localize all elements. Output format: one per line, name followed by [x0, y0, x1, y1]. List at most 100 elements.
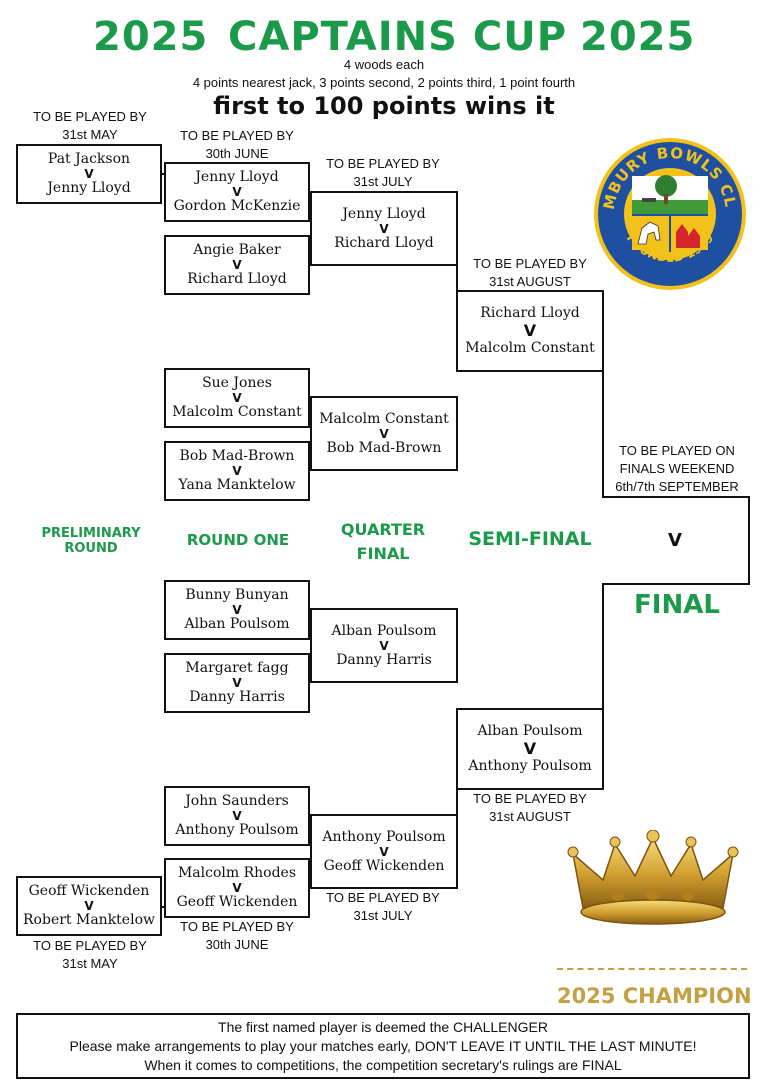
schedule-r1-bottom: TO BE PLAYED BY 30th JUNE — [166, 918, 308, 954]
match-round-one-8[interactable]: Malcolm Rhodes V Geoff Wickenden — [164, 858, 310, 918]
player-name: Anthony Poulsom — [175, 822, 299, 838]
player-name: Malcolm Constant — [172, 404, 302, 420]
player-name: Geoff Wickenden — [28, 883, 150, 899]
schedule-line: TO BE PLAYED ON — [619, 443, 735, 458]
connector-line — [160, 173, 166, 175]
schedule-line: 31st AUGUST — [489, 809, 571, 824]
match-semi-final-2[interactable]: Alban Poulsom V Anthony Poulsom — [456, 708, 604, 790]
match-prelim-bottom[interactable]: Geoff Wickenden V Robert Manktelow — [16, 876, 162, 936]
versus-label: V — [379, 844, 389, 859]
player-name: Margaret fagg — [185, 660, 289, 676]
versus-label: V — [232, 809, 242, 823]
versus-label: V — [523, 739, 537, 758]
player-name: Malcolm Constant — [319, 410, 449, 427]
schedule-line: 31st MAY — [62, 956, 118, 971]
schedule-line: TO BE PLAYED BY — [473, 256, 587, 271]
match-quarter-final-3[interactable]: Alban Poulsom V Danny Harris — [310, 608, 458, 683]
versus-label: V — [232, 258, 242, 272]
schedule-qf-bottom: TO BE PLAYED BY 31st JULY — [312, 889, 454, 925]
schedule-line: TO BE PLAYED BY — [180, 128, 294, 143]
match-round-one-3[interactable]: Sue Jones V Malcolm Constant — [164, 368, 310, 428]
player-name: Angie Baker — [193, 242, 281, 258]
versus-label: V — [379, 638, 389, 653]
match-quarter-final-4[interactable]: Anthony Poulsom V Geoff Wickenden — [310, 814, 458, 889]
match-round-one-6[interactable]: Margaret fagg V Danny Harris — [164, 653, 310, 713]
schedule-r1-top: TO BE PLAYED BY 30th JUNE — [166, 127, 308, 163]
versus-label: V — [668, 529, 682, 551]
notice-line: The first named player is deemed the CHA… — [218, 1019, 548, 1035]
champion-label: 2025 CHAMPION — [557, 984, 752, 1008]
schedule-line: TO BE PLAYED BY — [326, 156, 440, 171]
player-name: Richard Lloyd — [480, 305, 580, 321]
player-name: Jenny Lloyd — [47, 180, 131, 196]
title-text: CAPTAINS CUP — [228, 14, 568, 60]
match-round-one-5[interactable]: Bunny Bunyan V Alban Poulsom — [164, 580, 310, 640]
title-year-left: 2025 — [93, 14, 209, 60]
crown-icon — [567, 830, 739, 925]
match-round-one-7[interactable]: John Saunders V Anthony Poulsom — [164, 786, 310, 846]
versus-label: V — [232, 676, 242, 690]
versus-label: V — [84, 899, 94, 913]
versus-label: V — [232, 391, 242, 405]
schedule-line: 30th JUNE — [205, 146, 269, 161]
schedule-line: 31st AUGUST — [489, 274, 571, 289]
versus-label: V — [232, 603, 242, 617]
schedule-line: TO BE PLAYED BY — [326, 890, 440, 905]
versus-label: V — [523, 321, 537, 340]
round-label-line: ROUND — [64, 541, 118, 556]
player-name: Gordon McKenzie — [173, 198, 301, 214]
schedule-prelim-top: TO BE PLAYED BY 31st MAY — [20, 108, 160, 144]
player-name: Bunny Bunyan — [185, 587, 289, 603]
player-name: Danny Harris — [189, 689, 285, 705]
round-label-line: FINAL — [356, 544, 410, 563]
player-name: Geoff Wickenden — [176, 894, 298, 910]
page-title: 2025 CAPTAINS CUP 2025 — [0, 14, 768, 66]
round-label-line: QUARTER — [340, 520, 426, 539]
match-semi-final-1[interactable]: Richard Lloyd V Malcolm Constant — [456, 290, 604, 372]
label-quarter-final: QUARTER FINAL — [312, 518, 454, 566]
player-name: John Saunders — [185, 793, 289, 809]
player-name: Anthony Poulsom — [322, 828, 446, 845]
schedule-line: 31st JULY — [353, 908, 413, 923]
label-preliminary-round: PRELIMINARY ROUND — [30, 526, 152, 556]
schedule-line: TO BE PLAYED BY — [33, 109, 147, 124]
player-name: Bob Mad-Brown — [179, 448, 295, 464]
versus-label: V — [379, 221, 389, 236]
match-prelim-top[interactable]: Pat Jackson V Jenny Lloyd — [16, 144, 162, 204]
notice-line: Please make arrangements to play your ma… — [69, 1038, 697, 1054]
match-round-one-4[interactable]: Bob Mad-Brown V Yana Manktelow — [164, 441, 310, 501]
match-quarter-final-2[interactable]: Malcolm Constant V Bob Mad-Brown — [310, 396, 458, 471]
title-year-right: 2025 — [580, 14, 696, 60]
schedule-sf-bottom: TO BE PLAYED BY 31st AUGUST — [458, 790, 602, 826]
versus-label: V — [232, 881, 242, 895]
notice-line: When it comes to competitions, the compe… — [144, 1057, 622, 1073]
label-round-one: ROUND ONE — [186, 531, 290, 549]
match-final[interactable]: V — [602, 496, 750, 585]
schedule-line: TO BE PLAYED BY — [473, 791, 587, 806]
player-name: Malcolm Constant — [465, 340, 595, 356]
schedule-line: 6th/7th SEPTEMBER — [615, 479, 739, 494]
player-name: Jenny Lloyd — [195, 169, 279, 185]
versus-label: V — [232, 185, 242, 199]
player-name: Jenny Lloyd — [342, 205, 426, 222]
label-final: FINAL — [634, 590, 720, 620]
schedule-final: TO BE PLAYED ON FINALS WEEKEND 6th/7th S… — [604, 442, 750, 496]
player-name: Pat Jackson — [47, 151, 131, 167]
versus-label: V — [84, 167, 94, 181]
player-name: Danny Harris — [336, 651, 432, 668]
connector-line — [160, 906, 166, 908]
player-name: Sue Jones — [202, 375, 272, 391]
match-round-one-1[interactable]: Jenny Lloyd V Gordon McKenzie — [164, 162, 310, 222]
player-name: Alban Poulsom — [331, 622, 437, 639]
label-semi-final: SEMI-FINAL — [468, 528, 592, 550]
schedule-line: FINALS WEEKEND — [619, 461, 735, 476]
schedule-prelim-bottom: TO BE PLAYED BY 31st MAY — [20, 937, 160, 973]
player-name: Geoff Wickenden — [323, 857, 445, 874]
schedule-sf-top: TO BE PLAYED BY 31st AUGUST — [458, 255, 602, 291]
player-name: Richard Lloyd — [187, 271, 287, 287]
match-round-one-2[interactable]: Angie Baker V Richard Lloyd — [164, 235, 310, 295]
player-name: Robert Manktelow — [23, 912, 155, 928]
player-name: Malcolm Rhodes — [177, 865, 297, 881]
match-quarter-final-1[interactable]: Jenny Lloyd V Richard Lloyd — [310, 191, 458, 266]
schedule-line: 31st MAY — [62, 127, 118, 142]
